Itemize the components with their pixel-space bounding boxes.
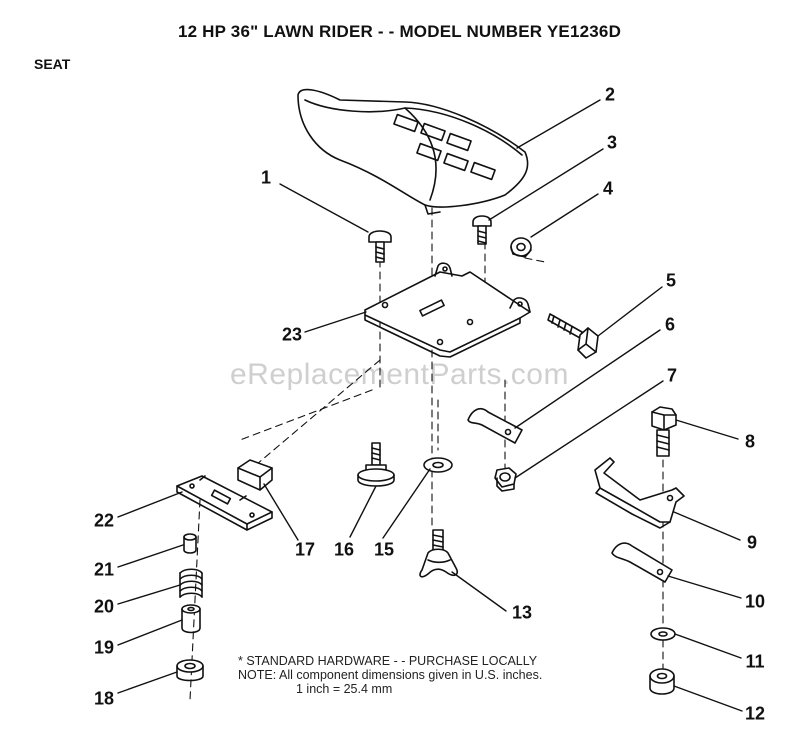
callout-20: 20 [93,596,115,617]
clip-part-6 [467,408,523,444]
conversion-note: 1 inch = 25.4 mm [296,682,393,696]
bolt-part-5 [547,313,599,359]
callout-18: 18 [93,688,115,709]
callout-2: 2 [604,84,616,105]
washer-part-15 [423,457,453,473]
callout-11: 11 [745,651,765,672]
nut-part-18 [176,659,204,682]
callout-17: 17 [294,539,316,560]
callout-19: 19 [93,637,115,658]
callout-1: 1 [260,167,272,188]
bolt-part-1 [368,230,392,263]
callout-13: 13 [511,602,533,623]
dimension-note: NOTE: All component dimensions given in … [238,668,543,682]
leader-lines [117,99,743,712]
callout-8: 8 [744,431,756,452]
bushing-part-19 [181,604,201,634]
callout-9: 9 [746,532,758,553]
bolt-part-8 [651,406,677,457]
watermark: eReplacementParts.com [230,358,569,391]
nut-part-12 [649,668,675,695]
callout-12: 12 [744,703,766,724]
plate-part-23 [364,262,531,358]
nut-part-4 [510,237,532,258]
callout-23: 23 [281,324,303,345]
callout-10: 10 [744,591,766,612]
callout-21: 21 [93,559,115,580]
knob-part-13 [419,529,459,578]
footnote: * STANDARD HARDWARE - - PURCHASE LOCALLY… [238,654,542,696]
spacer-part-17 [237,459,273,491]
callout-16: 16 [333,539,355,560]
bolt-part-3 [472,215,492,245]
pin-part-21 [183,533,197,554]
seat-part-2 [297,88,529,215]
diagram-title: 12 HP 36" LAWN RIDER - - MODEL NUMBER YE… [177,22,622,41]
callout-4: 4 [602,178,614,199]
callout-22: 22 [93,510,115,531]
bracket-part-9 [594,457,685,529]
washer-part-11 [650,627,676,641]
section-label: SEAT [34,56,71,72]
spring-part-20 [179,568,203,598]
rail-part-22 [176,475,273,531]
callout-6: 6 [664,314,676,335]
standard-hardware-note: * STANDARD HARDWARE - - PURCHASE LOCALLY [238,654,538,668]
bolt-part-16 [357,442,395,487]
nut-part-7 [494,467,517,492]
callout-7: 7 [666,365,678,386]
callout-5: 5 [665,270,677,291]
callout-3: 3 [606,132,618,153]
callout-15: 15 [373,539,395,560]
